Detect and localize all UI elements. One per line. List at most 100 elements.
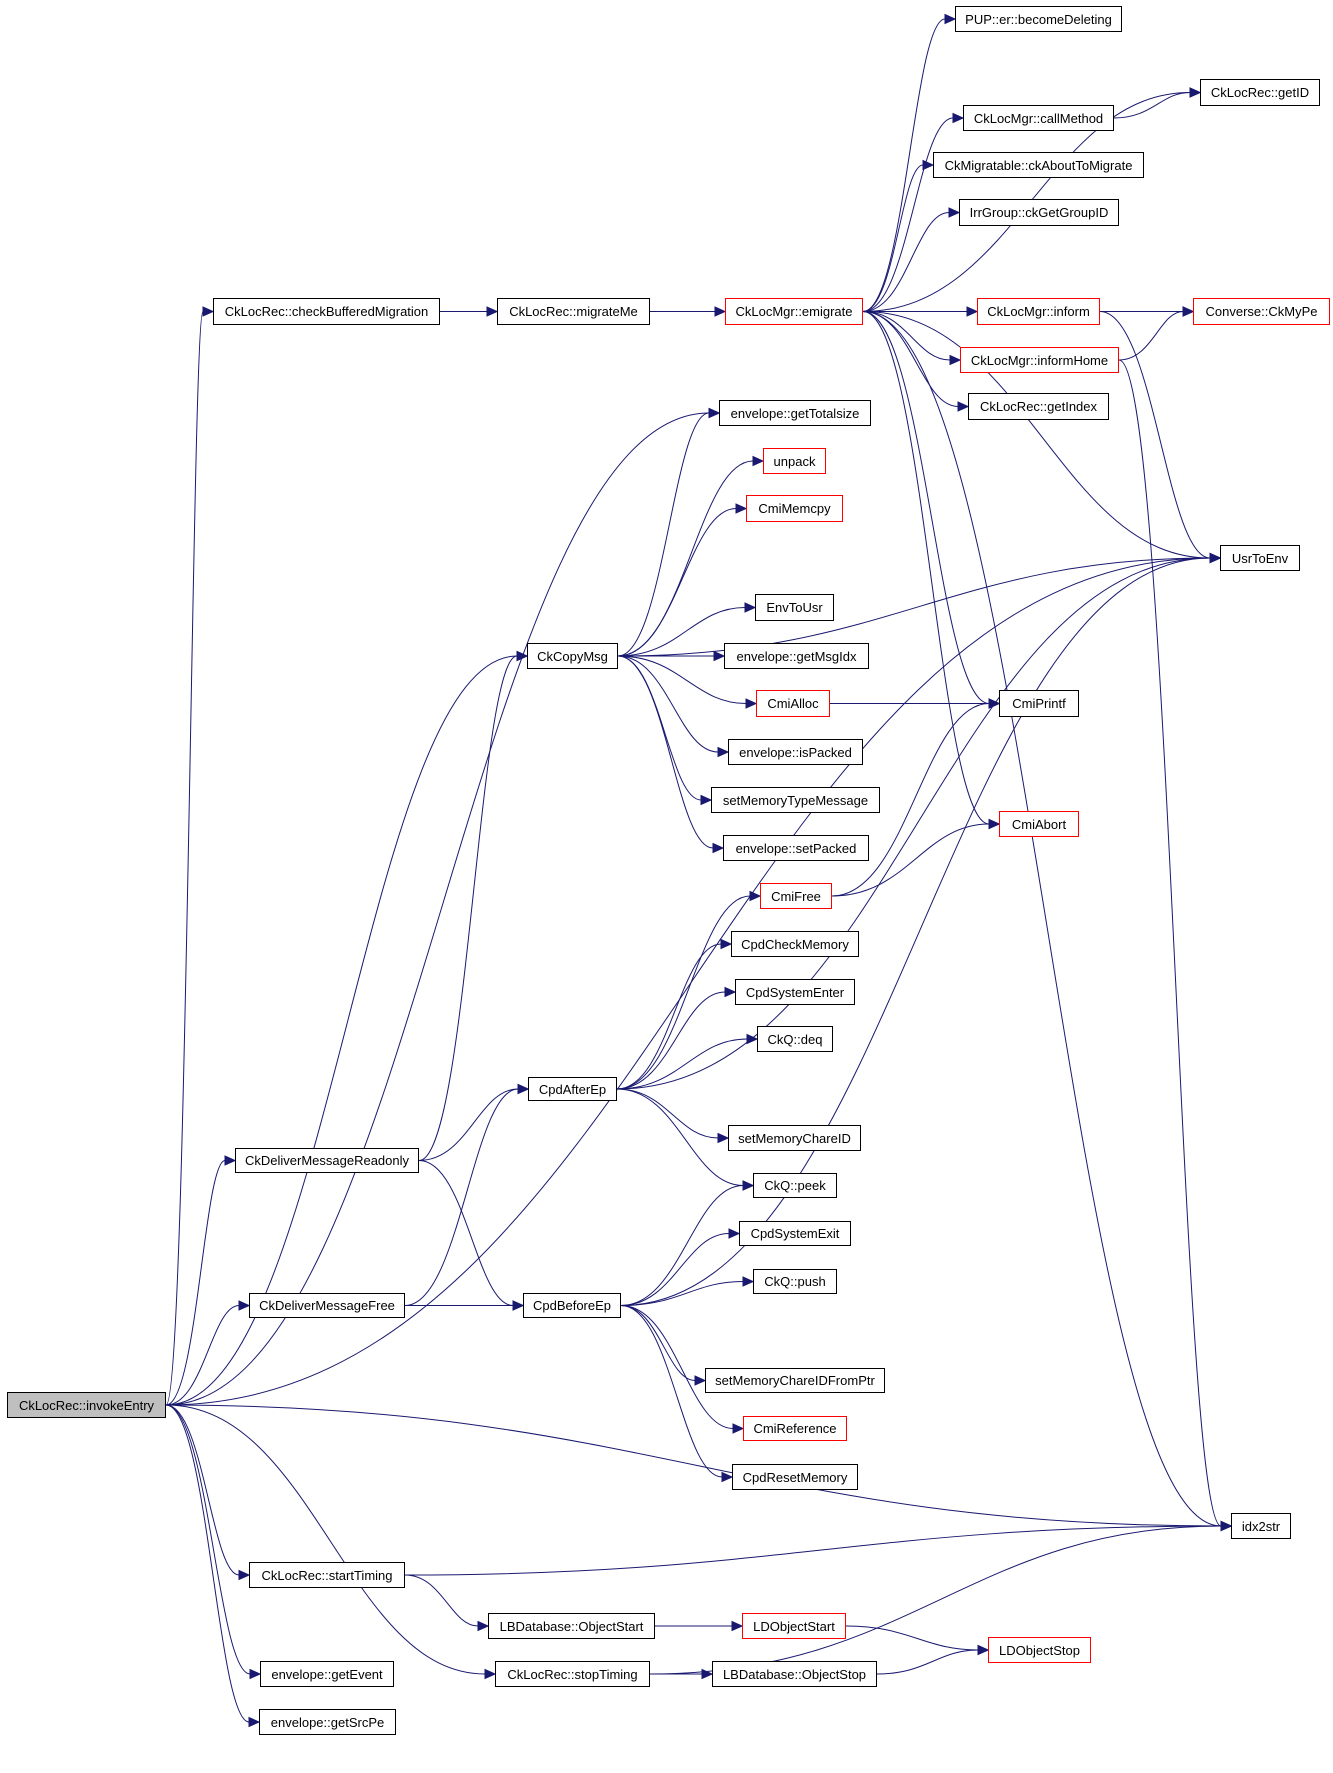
arrowhead-icon (238, 1300, 251, 1311)
node-idx2str[interactable]: idx2str (1231, 1513, 1291, 1539)
edge-emigrate-to-inform-home (862, 311, 951, 361)
node-cpd-check-memory[interactable]: CpdCheckMemory (731, 931, 859, 957)
node-stop-timing[interactable]: CkLocRec::stopTiming (495, 1661, 650, 1687)
node-cmi-free[interactable]: CmiFree (760, 883, 832, 909)
node-label: LDObjectStart (753, 1618, 835, 1634)
edge-ck-copy-msg-to-set-memory-type-message (617, 655, 702, 801)
node-get-msg-idx[interactable]: envelope::getMsgIdx (724, 643, 869, 669)
node-usr-to-env[interactable]: UsrToEnv (1220, 545, 1300, 571)
arrowhead-icon (952, 112, 965, 124)
node-set-memory-chare-id[interactable]: setMemoryChareID (728, 1125, 861, 1151)
arrowhead-icon (752, 455, 765, 467)
node-set-memory-type-message[interactable]: setMemoryTypeMessage (711, 787, 880, 813)
node-cpd-reset-memory[interactable]: CpdResetMemory (732, 1464, 858, 1490)
node-ldobject-start[interactable]: LDObjectStart (742, 1613, 846, 1639)
node-ck-get-group-id[interactable]: IrrGroup::ckGetGroupID (959, 199, 1119, 226)
arrowhead-icon (712, 842, 725, 854)
node-label: CmiAbort (1011, 816, 1067, 832)
node-get-event[interactable]: envelope::getEvent (260, 1661, 394, 1687)
node-cpd-before-ep[interactable]: CpdBeforeEp (523, 1293, 621, 1318)
node-cpd-system-exit[interactable]: CpdSystemExit (739, 1221, 851, 1246)
edge-ck-copy-msg-to-get-totalsize (617, 412, 710, 657)
edge-cpd-before-ep-to-cpd-reset-memory (620, 1305, 723, 1478)
node-object-stop[interactable]: LBDatabase::ObjectStop (712, 1661, 877, 1687)
node-ldobject-stop[interactable]: LDObjectStop (988, 1637, 1091, 1663)
node-label: envelope::getSrcPe (270, 1714, 385, 1730)
node-call-method[interactable]: CkLocMgr::callMethod (963, 105, 1114, 131)
node-get-index[interactable]: CkLocRec::getIndex (968, 393, 1109, 420)
node-label: CkDeliverMessageReadonly (244, 1153, 410, 1168)
node-label: CkQ::push (764, 1274, 826, 1289)
node-ck-deliver-message-free[interactable]: CkDeliverMessageFree (249, 1293, 405, 1318)
arrowhead-icon (949, 354, 962, 366)
node-migrate-me[interactable]: CkLocRec::migrateMe (497, 298, 650, 325)
node-start-timing[interactable]: CkLocRec::startTiming (249, 1562, 405, 1588)
node-cpd-after-ep[interactable]: CpdAfterEp (528, 1077, 617, 1101)
node-inform[interactable]: CkLocMgr::inform (977, 298, 1100, 325)
node-emigrate[interactable]: CkLocMgr::emigrate (725, 298, 863, 325)
node-ck-my-pe[interactable]: Converse::CkMyPe (1193, 298, 1330, 325)
arrowhead-icon (977, 1644, 990, 1656)
edge-cpd-after-ep-to-peek (616, 1088, 744, 1186)
edge-invoke-entry-to-check-buffered-migration (165, 311, 204, 1406)
node-label: CmiPrintf (1012, 696, 1066, 711)
edge-invoke-entry-to-ck-deliver-message-free (165, 1305, 240, 1406)
node-label: IrrGroup::ckGetGroupID (969, 205, 1109, 220)
node-label: CkDeliverMessageFree (259, 1298, 395, 1313)
node-cmi-reference[interactable]: CmiReference (743, 1416, 847, 1441)
node-get-totalsize[interactable]: envelope::getTotalsize (719, 400, 871, 426)
edge-emigrate-to-cmi-printf (862, 311, 990, 704)
node-label: CmiAlloc (767, 696, 819, 711)
arrowhead-icon (720, 938, 733, 950)
arrowhead-icon (477, 1620, 490, 1632)
edge-stop-timing-to-idx2str (649, 1525, 1222, 1675)
node-cmi-memcpy[interactable]: CmiMemcpy (746, 495, 843, 522)
node-check-buffered-migration[interactable]: CkLocRec::checkBufferedMigration (213, 298, 440, 325)
node-set-memory-chare-idfrom-ptr[interactable]: setMemoryChareIDFromPtr (705, 1368, 885, 1393)
node-ck-about-to-migrate[interactable]: CkMigratable::ckAboutToMigrate (933, 152, 1144, 178)
node-cmi-printf[interactable]: CmiPrintf (999, 690, 1079, 717)
arrowhead-icon (957, 401, 970, 412)
arrowhead-icon (202, 306, 215, 317)
node-cpd-system-enter[interactable]: CpdSystemEnter (735, 979, 855, 1005)
arrowhead-icon (724, 986, 737, 998)
edge-invoke-entry-to-usr-to-env (165, 557, 1211, 1406)
node-cmi-alloc[interactable]: CmiAlloc (756, 690, 830, 717)
node-label: CkMigratable::ckAboutToMigrate (944, 157, 1133, 173)
arrowhead-icon (1220, 1520, 1233, 1532)
node-label: CkLocMgr::informHome (970, 352, 1109, 368)
node-invoke-entry[interactable]: CkLocRec::invokeEntry (7, 1392, 166, 1418)
edge-invoke-entry-to-idx2str (165, 1404, 1222, 1527)
node-inform-home[interactable]: CkLocMgr::informHome (960, 347, 1119, 373)
node-cmi-abort[interactable]: CmiAbort (999, 811, 1079, 837)
node-get-src-pe[interactable]: envelope::getSrcPe (259, 1709, 396, 1735)
edge-cpd-after-ep-to-set-memory-chare-id (616, 1088, 719, 1139)
node-is-packed[interactable]: envelope::isPacked (728, 739, 863, 765)
node-label: CkCopyMsg (537, 648, 608, 664)
edge-invoke-entry-to-stop-timing (165, 1404, 486, 1675)
node-get-id[interactable]: CkLocRec::getID (1200, 79, 1320, 106)
arrowhead-icon (1182, 306, 1195, 317)
node-push[interactable]: CkQ::push (753, 1269, 837, 1294)
arrowhead-icon (512, 1300, 525, 1311)
edge-ck-deliver-message-free-to-cpd-after-ep (404, 1088, 519, 1306)
node-label: CkQ::peek (764, 1178, 826, 1193)
arrowhead-icon (717, 1132, 730, 1144)
arrowhead-icon (944, 13, 957, 25)
node-peek[interactable]: CkQ::peek (753, 1173, 837, 1198)
edge-start-timing-to-idx2str (404, 1525, 1222, 1576)
edge-object-stop-to-ldobject-stop (876, 1649, 979, 1675)
node-unpack[interactable]: unpack (763, 448, 826, 474)
node-become-deleting[interactable]: PUP::er::becomeDeleting (955, 6, 1122, 32)
node-set-packed[interactable]: envelope::setPacked (723, 835, 869, 861)
node-label: CpdSystemExit (750, 1226, 840, 1241)
node-label: CkLocMgr::emigrate (735, 304, 853, 319)
node-label: CpdSystemEnter (745, 984, 845, 1000)
node-object-start[interactable]: LBDatabase::ObjectStart (488, 1613, 655, 1639)
node-ck-copy-msg[interactable]: CkCopyMsg (527, 643, 618, 669)
node-deq[interactable]: CkQ::deq (757, 1026, 833, 1052)
node-env-to-usr[interactable]: EnvToUsr (755, 594, 834, 621)
node-label: UsrToEnv (1231, 550, 1289, 566)
node-label: CmiReference (753, 1421, 837, 1436)
node-ck-deliver-message-readonly[interactable]: CkDeliverMessageReadonly (235, 1148, 419, 1173)
